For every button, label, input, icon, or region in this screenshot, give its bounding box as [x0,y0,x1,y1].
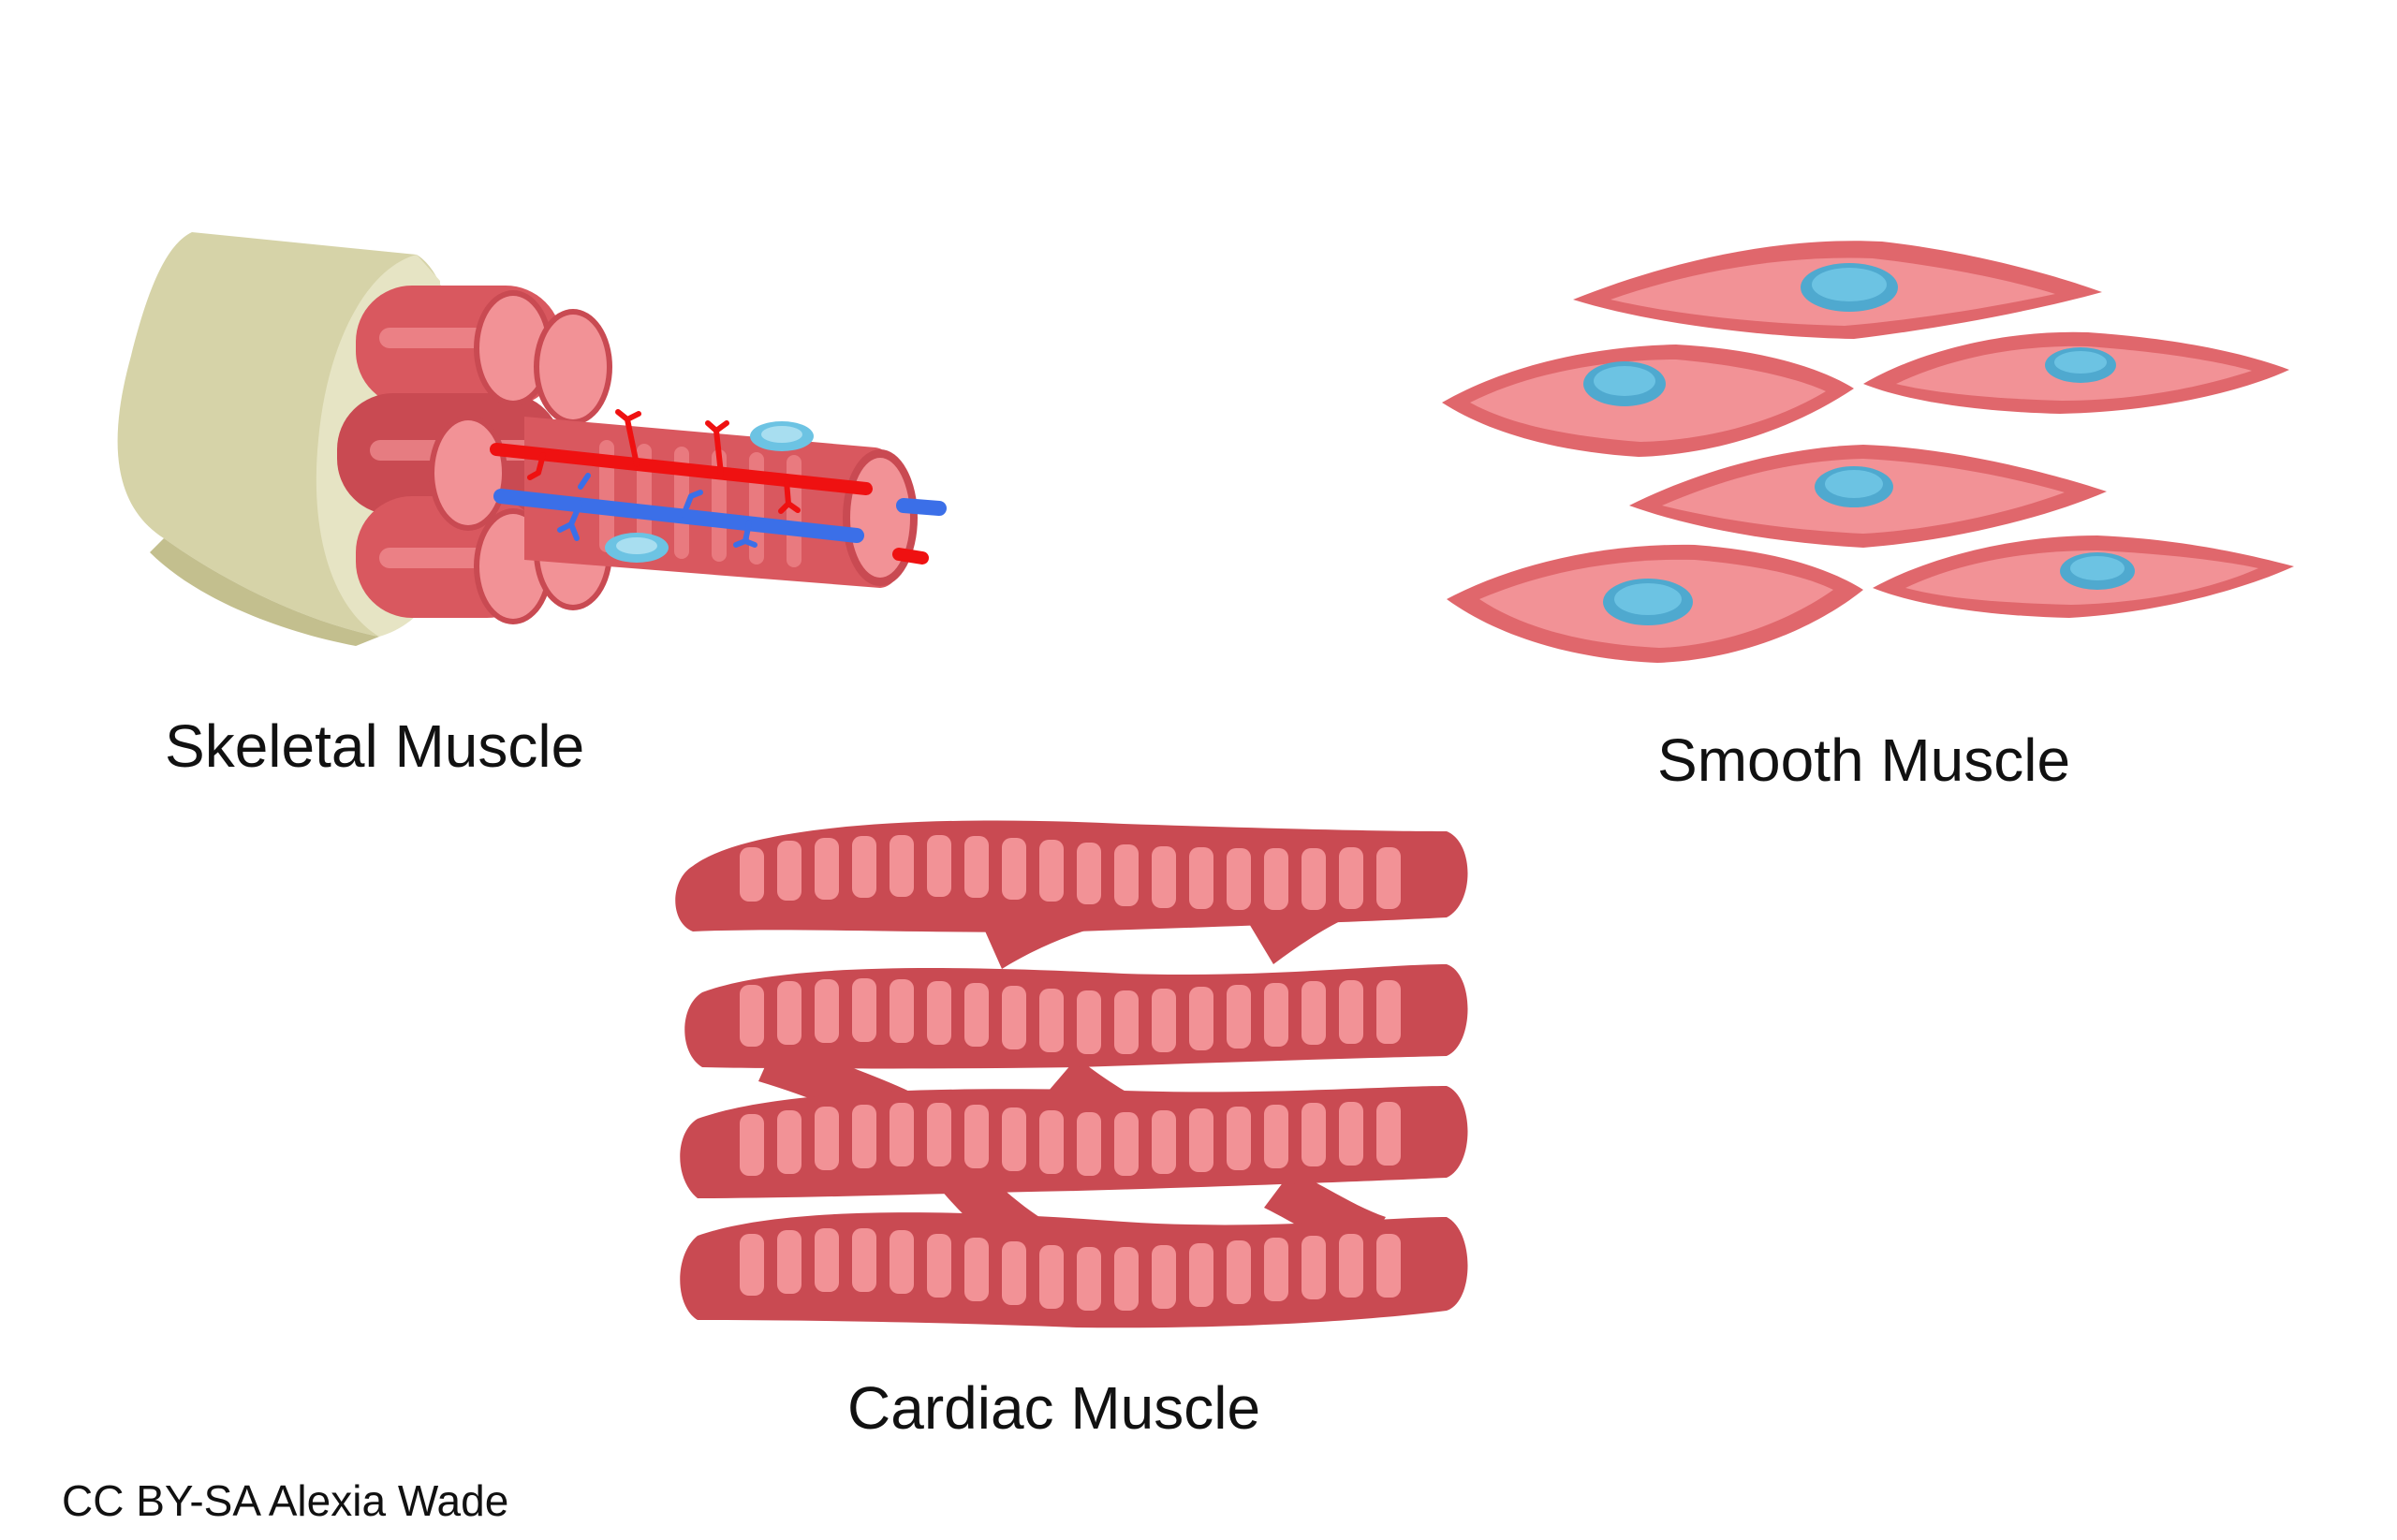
cardiac-fiber [675,820,1468,932]
fascicle-bundle [337,286,612,624]
cardiac-muscle-illustration [675,820,1468,1328]
cardiac-fiber [680,1086,1468,1198]
cardiac-fiber [684,964,1468,1069]
smooth-muscle-illustration [1442,241,2294,663]
smooth-muscle-cell [1629,445,2107,548]
sheath-shadow [150,538,379,646]
cardiac-fiber [680,1212,1468,1328]
smooth-muscle-cell [1573,241,2102,339]
smooth-muscle-label: Smooth Muscle [1657,726,2071,794]
cardiac-muscle-label: Cardiac Muscle [847,1374,1261,1442]
smooth-muscle-cell [1863,331,2289,414]
smooth-muscle-cell [1873,535,2294,618]
license-credit: CC BY-SA Alexia Wade [62,1476,509,1525]
artery-vessel [490,409,929,565]
vein-vessel [493,473,947,548]
skeletal-muscle-illustration [117,232,947,646]
smooth-muscle-cell [1447,544,1863,663]
skeletal-muscle-label: Skeletal Muscle [165,712,585,780]
smooth-muscle-cell [1442,345,1854,457]
